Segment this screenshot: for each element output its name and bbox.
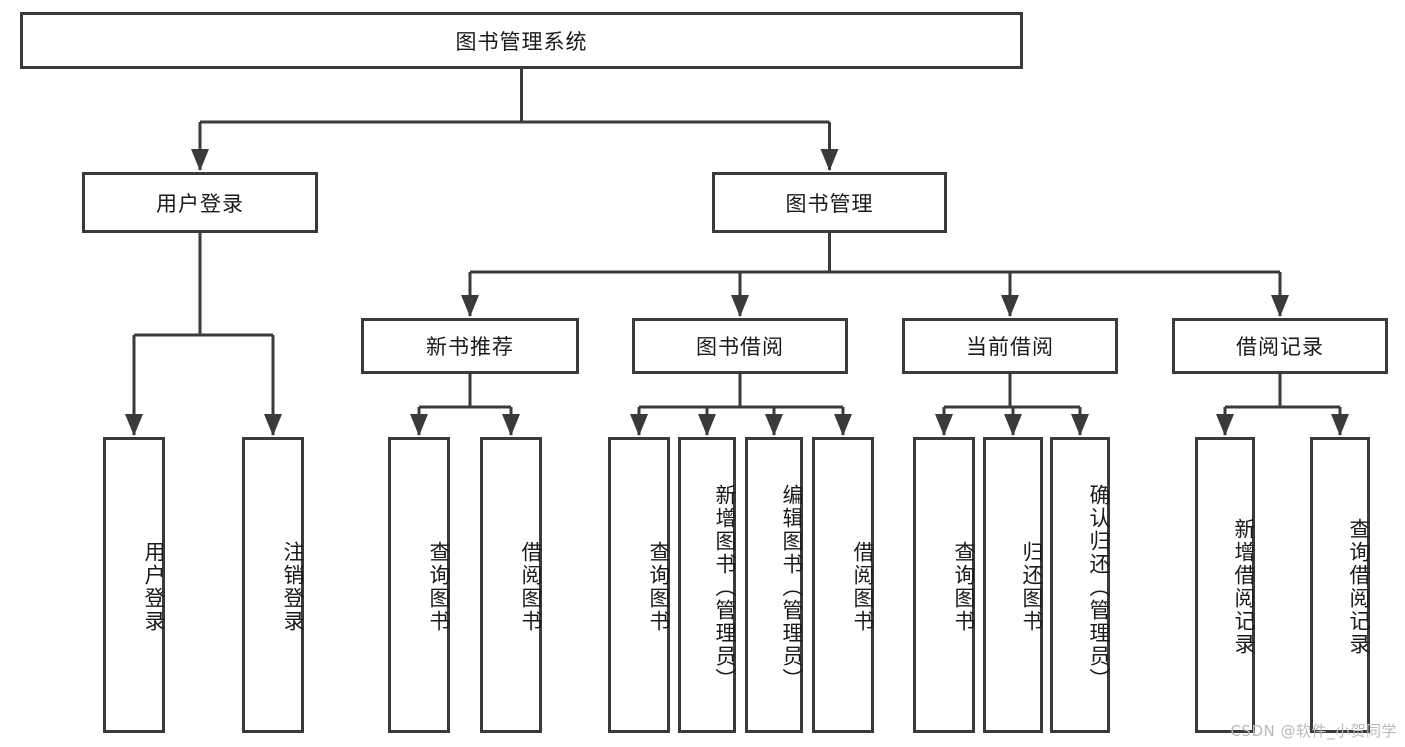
node-box-current-borrow xyxy=(902,318,1118,374)
arrow-user-login-to-leaf-user-logout xyxy=(264,414,282,436)
node-user-login[interactable] xyxy=(82,172,318,233)
arrow-book-borrow-to-leaf-borrow-add-book xyxy=(698,414,716,436)
node-leaf-rec-borrow-book[interactable] xyxy=(480,437,542,733)
node-leaf-cur-confirm-return[interactable] xyxy=(1050,437,1110,733)
node-box-leaf-user-login xyxy=(103,437,165,733)
arrow-root-to-user-login xyxy=(191,149,209,171)
arrow-book-manage-to-new-book-recommend xyxy=(461,295,479,317)
node-box-leaf-cur-confirm-return xyxy=(1050,437,1110,733)
node-box-new-book-recommend xyxy=(361,318,579,374)
arrow-book-manage-to-current-borrow xyxy=(1001,295,1019,317)
node-leaf-borrow-query-book[interactable] xyxy=(608,437,670,733)
arrow-borrow-record-to-leaf-rec-query-record xyxy=(1331,414,1349,436)
arrow-current-borrow-to-leaf-cur-confirm-return xyxy=(1071,414,1089,436)
node-leaf-cur-return-book[interactable] xyxy=(983,437,1043,733)
arrow-new-book-recommend-to-leaf-rec-query-book xyxy=(410,414,428,436)
node-box-book-borrow xyxy=(632,318,848,374)
node-box-book-manage xyxy=(712,172,947,233)
node-box-leaf-borrow-query-book xyxy=(608,437,670,733)
node-leaf-borrow-add-book[interactable] xyxy=(678,437,736,733)
node-box-leaf-cur-return-book xyxy=(983,437,1043,733)
node-leaf-rec-query-record[interactable] xyxy=(1310,437,1370,733)
node-root[interactable] xyxy=(20,12,1023,69)
node-box-leaf-borrow-borrow-book xyxy=(812,437,874,733)
node-box-leaf-borrow-edit-book xyxy=(745,437,803,733)
node-box-leaf-rec-add-record xyxy=(1195,437,1255,733)
arrow-current-borrow-to-leaf-cur-query-book xyxy=(935,414,953,436)
arrow-book-borrow-to-leaf-borrow-query-book xyxy=(630,414,648,436)
node-box-leaf-cur-query-book xyxy=(913,437,975,733)
node-leaf-borrow-edit-book[interactable] xyxy=(745,437,803,733)
node-leaf-cur-query-book[interactable] xyxy=(913,437,975,733)
node-leaf-borrow-borrow-book[interactable] xyxy=(812,437,874,733)
node-box-leaf-user-logout xyxy=(242,437,304,733)
node-box-user-login xyxy=(82,172,318,233)
node-box-leaf-borrow-add-book xyxy=(678,437,736,733)
node-box-borrow-record xyxy=(1172,318,1388,374)
arrow-book-manage-to-book-borrow xyxy=(731,295,749,317)
node-box-leaf-rec-query-record xyxy=(1310,437,1370,733)
arrow-user-login-to-leaf-user-login xyxy=(125,414,143,436)
node-leaf-user-logout[interactable] xyxy=(242,437,304,733)
arrow-current-borrow-to-leaf-cur-return-book xyxy=(1004,414,1022,436)
node-box-root xyxy=(20,12,1023,69)
arrow-root-to-book-manage xyxy=(820,149,839,171)
node-book-manage[interactable] xyxy=(712,172,947,233)
node-box-leaf-rec-borrow-book xyxy=(480,437,542,733)
node-current-borrow[interactable] xyxy=(902,318,1118,374)
node-leaf-rec-add-record[interactable] xyxy=(1195,437,1255,733)
arrow-book-manage-to-borrow-record xyxy=(1271,295,1289,317)
arrow-book-borrow-to-leaf-borrow-borrow-book xyxy=(834,414,852,436)
node-book-borrow[interactable] xyxy=(632,318,848,374)
arrow-book-borrow-to-leaf-borrow-edit-book xyxy=(765,414,783,436)
node-borrow-record[interactable] xyxy=(1172,318,1388,374)
arrow-borrow-record-to-leaf-rec-add-record xyxy=(1216,414,1234,436)
node-leaf-user-login[interactable] xyxy=(103,437,165,733)
arrow-new-book-recommend-to-leaf-rec-borrow-book xyxy=(502,414,520,436)
watermark-text: CSDN @软件_小贺同学 xyxy=(1230,722,1397,740)
node-box-leaf-rec-query-book xyxy=(388,437,450,733)
node-new-book-recommend[interactable] xyxy=(361,318,579,374)
node-leaf-rec-query-book[interactable] xyxy=(388,437,450,733)
